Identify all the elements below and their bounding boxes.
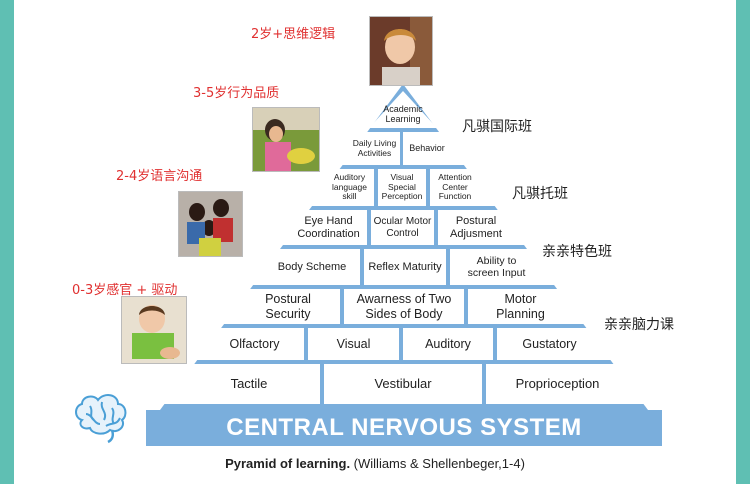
- cell-gustatory: Gustatory: [522, 336, 577, 351]
- class-label-international: 凡骐国际班: [462, 119, 532, 135]
- tier-reflex-maturity: [364, 249, 446, 285]
- age-label-sensory: 0-3岁感官 + 驱动: [72, 283, 178, 298]
- tier-auditory-language: [299, 169, 374, 206]
- cns-base: [146, 410, 662, 446]
- tier-daily-left: [327, 132, 350, 165]
- tier-olfactory: [181, 328, 304, 360]
- cell-postural-security: Postural Security: [265, 292, 311, 321]
- cell-attention: Attention Center Function: [438, 171, 472, 202]
- tier-eye-hand: [269, 210, 367, 245]
- cell-reflex-maturity: Reflex Maturity: [368, 260, 442, 273]
- tier-behavior: [403, 132, 451, 165]
- cell-motor-planning: Motor Planning: [496, 292, 545, 321]
- tier-visual-perception: [378, 169, 426, 206]
- age-label-language: 2-4岁语言沟通: [116, 169, 203, 184]
- class-label-toddler: 凡骐托班: [512, 186, 568, 202]
- tier-academic: [369, 91, 437, 128]
- tier-visual: [308, 328, 399, 360]
- left-border: [0, 0, 14, 484]
- cell-visual: Visual: [336, 336, 371, 351]
- age-label-behavior: 3-5岁行为品质: [193, 86, 280, 101]
- cell-proprioception: Proprioception: [515, 375, 600, 391]
- tier-auditory: [403, 328, 493, 360]
- class-label-special: 亲亲特色班: [542, 244, 612, 260]
- tier-tactile: [148, 364, 320, 404]
- tier-awareness: [344, 289, 464, 324]
- tier-behavior-right: [451, 132, 479, 165]
- child-photo-1: [369, 16, 433, 86]
- cell-tactile: Tactile: [230, 375, 268, 391]
- cell-behavior: Behavior: [409, 143, 445, 154]
- tier-proprioception: [486, 364, 658, 404]
- tier-motor-planning: [468, 289, 599, 324]
- child-photo-3: [178, 191, 243, 257]
- figure-caption: Pyramid of learning. (Williams & Shellen…: [0, 456, 750, 471]
- cell-body-scheme: Body Scheme: [277, 260, 347, 273]
- tier-daily-living: [349, 132, 400, 165]
- tier-ocular-motor: [371, 210, 434, 245]
- class-label-brain: 亲亲脑力课: [604, 317, 674, 333]
- right-border: [736, 0, 750, 484]
- caption-citation: (Williams & Shellenbeger,1-4): [350, 456, 525, 471]
- cell-awareness: Awarness of Two Sides of Body: [356, 292, 452, 321]
- caption-title: Pyramid of learning.: [225, 456, 351, 471]
- tier-gustatory: [497, 328, 626, 360]
- child-photo-4: [121, 296, 187, 364]
- cell-academic-learning: Academic Learning: [383, 103, 423, 124]
- cell-daily-living: Daily Living Activities: [352, 137, 397, 158]
- tier-postural-security: [209, 289, 340, 324]
- tier-ability-screen: [450, 249, 570, 285]
- central-nervous-system-label: CENTRAL NERVOUS SYSTEM: [226, 414, 582, 441]
- cell-postural-adjusment: Postural Adjusment: [450, 214, 502, 240]
- brain-icon: [75, 394, 127, 444]
- tier-postural-adjusment: [438, 210, 540, 245]
- tier-attention: [430, 169, 511, 206]
- cell-auditory: Auditory: [425, 336, 471, 351]
- age-label-logic: 2岁+思维逻辑: [251, 27, 336, 42]
- cell-vestibular: Vestibular: [374, 375, 432, 391]
- cell-olfactory: Olfactory: [229, 336, 280, 351]
- tier-body-scheme: [239, 249, 360, 285]
- child-photo-2: [252, 107, 320, 172]
- cell-visual-perception: Visual Special Perception: [381, 171, 423, 202]
- cell-auditory-language: Auditory language skill: [332, 171, 367, 202]
- cell-eye-hand: Eye Hand Coordination: [297, 214, 360, 240]
- cell-ocular-motor: Ocular Motor Control: [373, 216, 432, 239]
- cell-ability-screen: Ability to screen Input: [467, 254, 526, 279]
- tier-vestibular: [324, 364, 482, 404]
